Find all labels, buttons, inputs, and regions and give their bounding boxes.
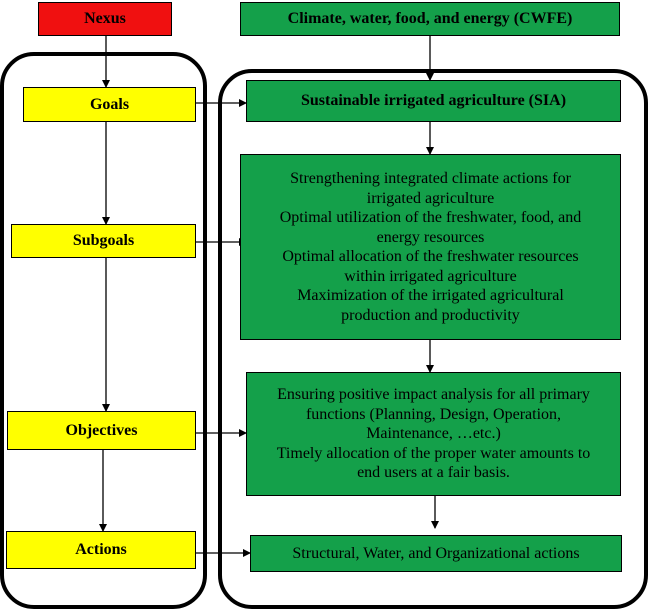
cwfe-box: Climate, water, food, and energy (CWFE) xyxy=(240,2,620,36)
left-column-frame xyxy=(0,52,207,609)
goals-box: Goals xyxy=(23,87,196,122)
objectives-label: Objectives xyxy=(65,421,138,439)
objective-line: Timely allocation of the proper water am… xyxy=(276,444,591,462)
actions-label: Actions xyxy=(75,541,127,558)
subgoal-line: irrigated agriculture xyxy=(366,189,495,207)
actions-description-box: Structural, Water, and Organizational ac… xyxy=(250,535,622,572)
objectives-box: Objectives xyxy=(7,411,196,450)
nexus-label: Nexus xyxy=(84,10,126,27)
subgoal-line: Strengthening integrated climate actions… xyxy=(290,170,571,187)
subgoals-label: Subgoals xyxy=(72,232,135,249)
objective-line: Maintenance, …etc.) xyxy=(366,425,501,443)
objective-line: end users at a fair basis. xyxy=(357,464,510,482)
goals-label: Goals xyxy=(89,95,130,113)
objective-line: Ensuring positive impact analysis for al… xyxy=(277,386,590,404)
nexus-box: Nexus xyxy=(38,2,172,36)
subgoal-line: within irrigated agriculture xyxy=(344,267,517,285)
subgoal-line: Optimal allocation of the freshwater res… xyxy=(282,248,579,265)
actions-description-label: Structural, Water, and Organizational ac… xyxy=(292,544,580,562)
subgoal-line: Maximization of the irrigated agricultur… xyxy=(297,287,564,304)
actions-box: Actions xyxy=(6,531,196,569)
subgoal-line: production and productivity xyxy=(341,306,520,324)
right-column-frame xyxy=(218,69,648,609)
subgoal-line: Optimal utilization of the freshwater, f… xyxy=(279,209,582,226)
sia-label: Sustainable irrigated agriculture (SIA) xyxy=(300,92,567,109)
subgoals-box: Subgoals xyxy=(11,224,196,258)
subgoals-description-box: Strengthening integrated climate actions… xyxy=(240,154,621,340)
sia-box: Sustainable irrigated agriculture (SIA) xyxy=(246,80,621,122)
cwfe-label: Climate, water, food, and energy (CWFE) xyxy=(287,10,573,27)
objective-line: functions (Planning, Design, Operation, xyxy=(305,405,562,423)
objectives-description-box: Ensuring positive impact analysis for al… xyxy=(246,372,621,496)
subgoal-line: energy resources xyxy=(376,228,485,246)
